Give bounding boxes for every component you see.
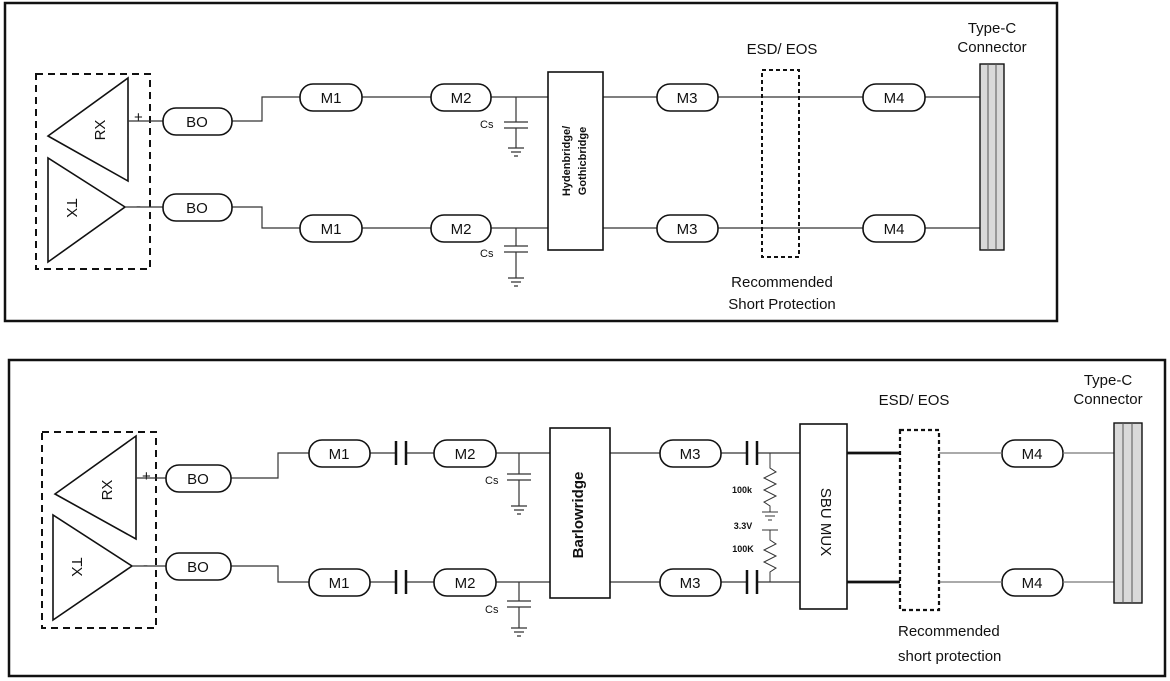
top-m4-module-2 (862, 214, 926, 243)
bottom-m1-module-2-label: M1 (329, 575, 350, 592)
top-bridge-label-line1: Hydenbridge/ (561, 126, 573, 196)
top-bo-module-2 (162, 193, 233, 222)
top-cap-label-2: Cs (480, 248, 494, 260)
top-m1-module-2-label: M1 (321, 221, 342, 238)
bottom-connector-label-line1: Type-C (1084, 372, 1133, 389)
bottom-mux-output-lines (847, 451, 1114, 584)
bottom-sbu-mux-block (799, 423, 848, 610)
top-esd-label: ESD/ EOS (747, 41, 818, 58)
bottom-bo-module-2 (165, 552, 232, 581)
bottom-connector (1113, 422, 1143, 604)
top-m1-module-1-label: M1 (321, 90, 342, 107)
top-cap-label-1: Cs (480, 119, 494, 131)
bottom-m4-module-2-label: M4 (1022, 575, 1043, 592)
top-rx-triangle (46, 76, 129, 183)
bottom-bridge-block (549, 427, 611, 599)
bottom-m3-module-1 (659, 439, 722, 468)
bottom-m1-module-1-label: M1 (329, 446, 350, 463)
bottom-protection-line2: short protection (898, 648, 1001, 665)
bottom-voltage-label: 3.3V (734, 521, 753, 531)
top-rx-label: RX (92, 120, 109, 141)
top-bo-module-1 (162, 107, 233, 136)
bottom-bo-module-2-label: BO (187, 559, 209, 576)
top-bridge-block (547, 71, 604, 251)
bottom-resistor-100K-label: 100K (732, 544, 754, 554)
top-m4-module-2-label: M4 (884, 221, 905, 238)
top-m3-module-1-label: M3 (677, 90, 698, 107)
bottom-m1-module-2 (308, 568, 371, 597)
bottom-series-caps (394, 441, 759, 594)
bottom-m1-module-1 (308, 439, 371, 468)
bottom-esd-label: ESD/ EOS (879, 392, 950, 409)
bottom-bo-module-1-label: BO (187, 471, 209, 488)
top-connector (979, 63, 1005, 251)
bottom-m3-module-1-label: M3 (680, 446, 701, 463)
bottom-wires (132, 452, 800, 637)
bottom-m2-module-1 (433, 439, 497, 468)
top-bo-module-1-label: BO (186, 114, 208, 131)
top-m2-module-1 (430, 83, 492, 112)
top-transceiver-box (35, 73, 151, 270)
top-m3-module-2 (656, 214, 719, 243)
bottom-m3-module-2 (659, 568, 722, 597)
top-m2-module-2 (430, 214, 492, 243)
top-m4-module-1 (862, 83, 926, 112)
bottom-m3-module-2-label: M3 (680, 575, 701, 592)
top-plus-sign: + (134, 109, 143, 126)
bottom-cap-label-2: Cs (485, 604, 499, 616)
top-m4-module-1-label: M4 (884, 90, 905, 107)
top-m3-module-2-label: M3 (677, 221, 698, 238)
bottom-m2-module-2-label: M2 (455, 575, 476, 592)
top-protection-line2: Short Protection (728, 296, 836, 313)
bottom-bridge-label: Barlowridge (570, 472, 587, 559)
bottom-resistor-100k-label: 100k (732, 485, 753, 495)
top-m1-module-2 (299, 214, 363, 243)
top-connector-label-line1: Type-C (968, 20, 1017, 37)
top-m2-module-1-label: M2 (451, 90, 472, 107)
bottom-m2-module-1-label: M2 (455, 446, 476, 463)
bottom-rx-label: RX (99, 480, 116, 501)
bottom-tx-label: TX (68, 557, 85, 576)
bottom-esd-block (898, 428, 941, 612)
bottom-rx-triangle (53, 434, 137, 541)
top-wires (125, 96, 980, 287)
bottom-bo-module-1 (165, 464, 232, 493)
bottom-m4-module-1-label: M4 (1022, 446, 1043, 463)
bottom-protection-line1: Recommended (898, 623, 1000, 640)
top-tx-triangle (47, 156, 127, 264)
top-diagram: RX TX + - BO M1 (3, 1, 1059, 323)
bottom-m2-module-2 (433, 568, 497, 597)
bottom-diagram: RX TX + - (7, 358, 1167, 678)
bottom-resistor-network (762, 453, 778, 582)
top-m3-module-1 (656, 83, 719, 112)
bottom-sbu-mux-label: SBU MUX (817, 488, 834, 556)
bottom-transceiver-box (41, 431, 157, 629)
top-diagram-frame (3, 1, 1059, 323)
top-bridge-label-line2: Gothicbridge (577, 127, 589, 195)
top-tx-label: TX (63, 198, 80, 217)
top-m1-module-1 (299, 83, 363, 112)
bottom-connector-label-line2: Connector (1073, 391, 1142, 408)
top-m2-module-2-label: M2 (451, 221, 472, 238)
bottom-plus-sign: + (142, 468, 151, 485)
bottom-cap-label-1: Cs (485, 475, 499, 487)
top-protection-line1: Recommended (731, 274, 833, 291)
top-connector-label-line2: Connector (957, 39, 1026, 56)
top-bo-module-2-label: BO (186, 200, 208, 217)
bottom-tx-triangle (52, 513, 134, 622)
